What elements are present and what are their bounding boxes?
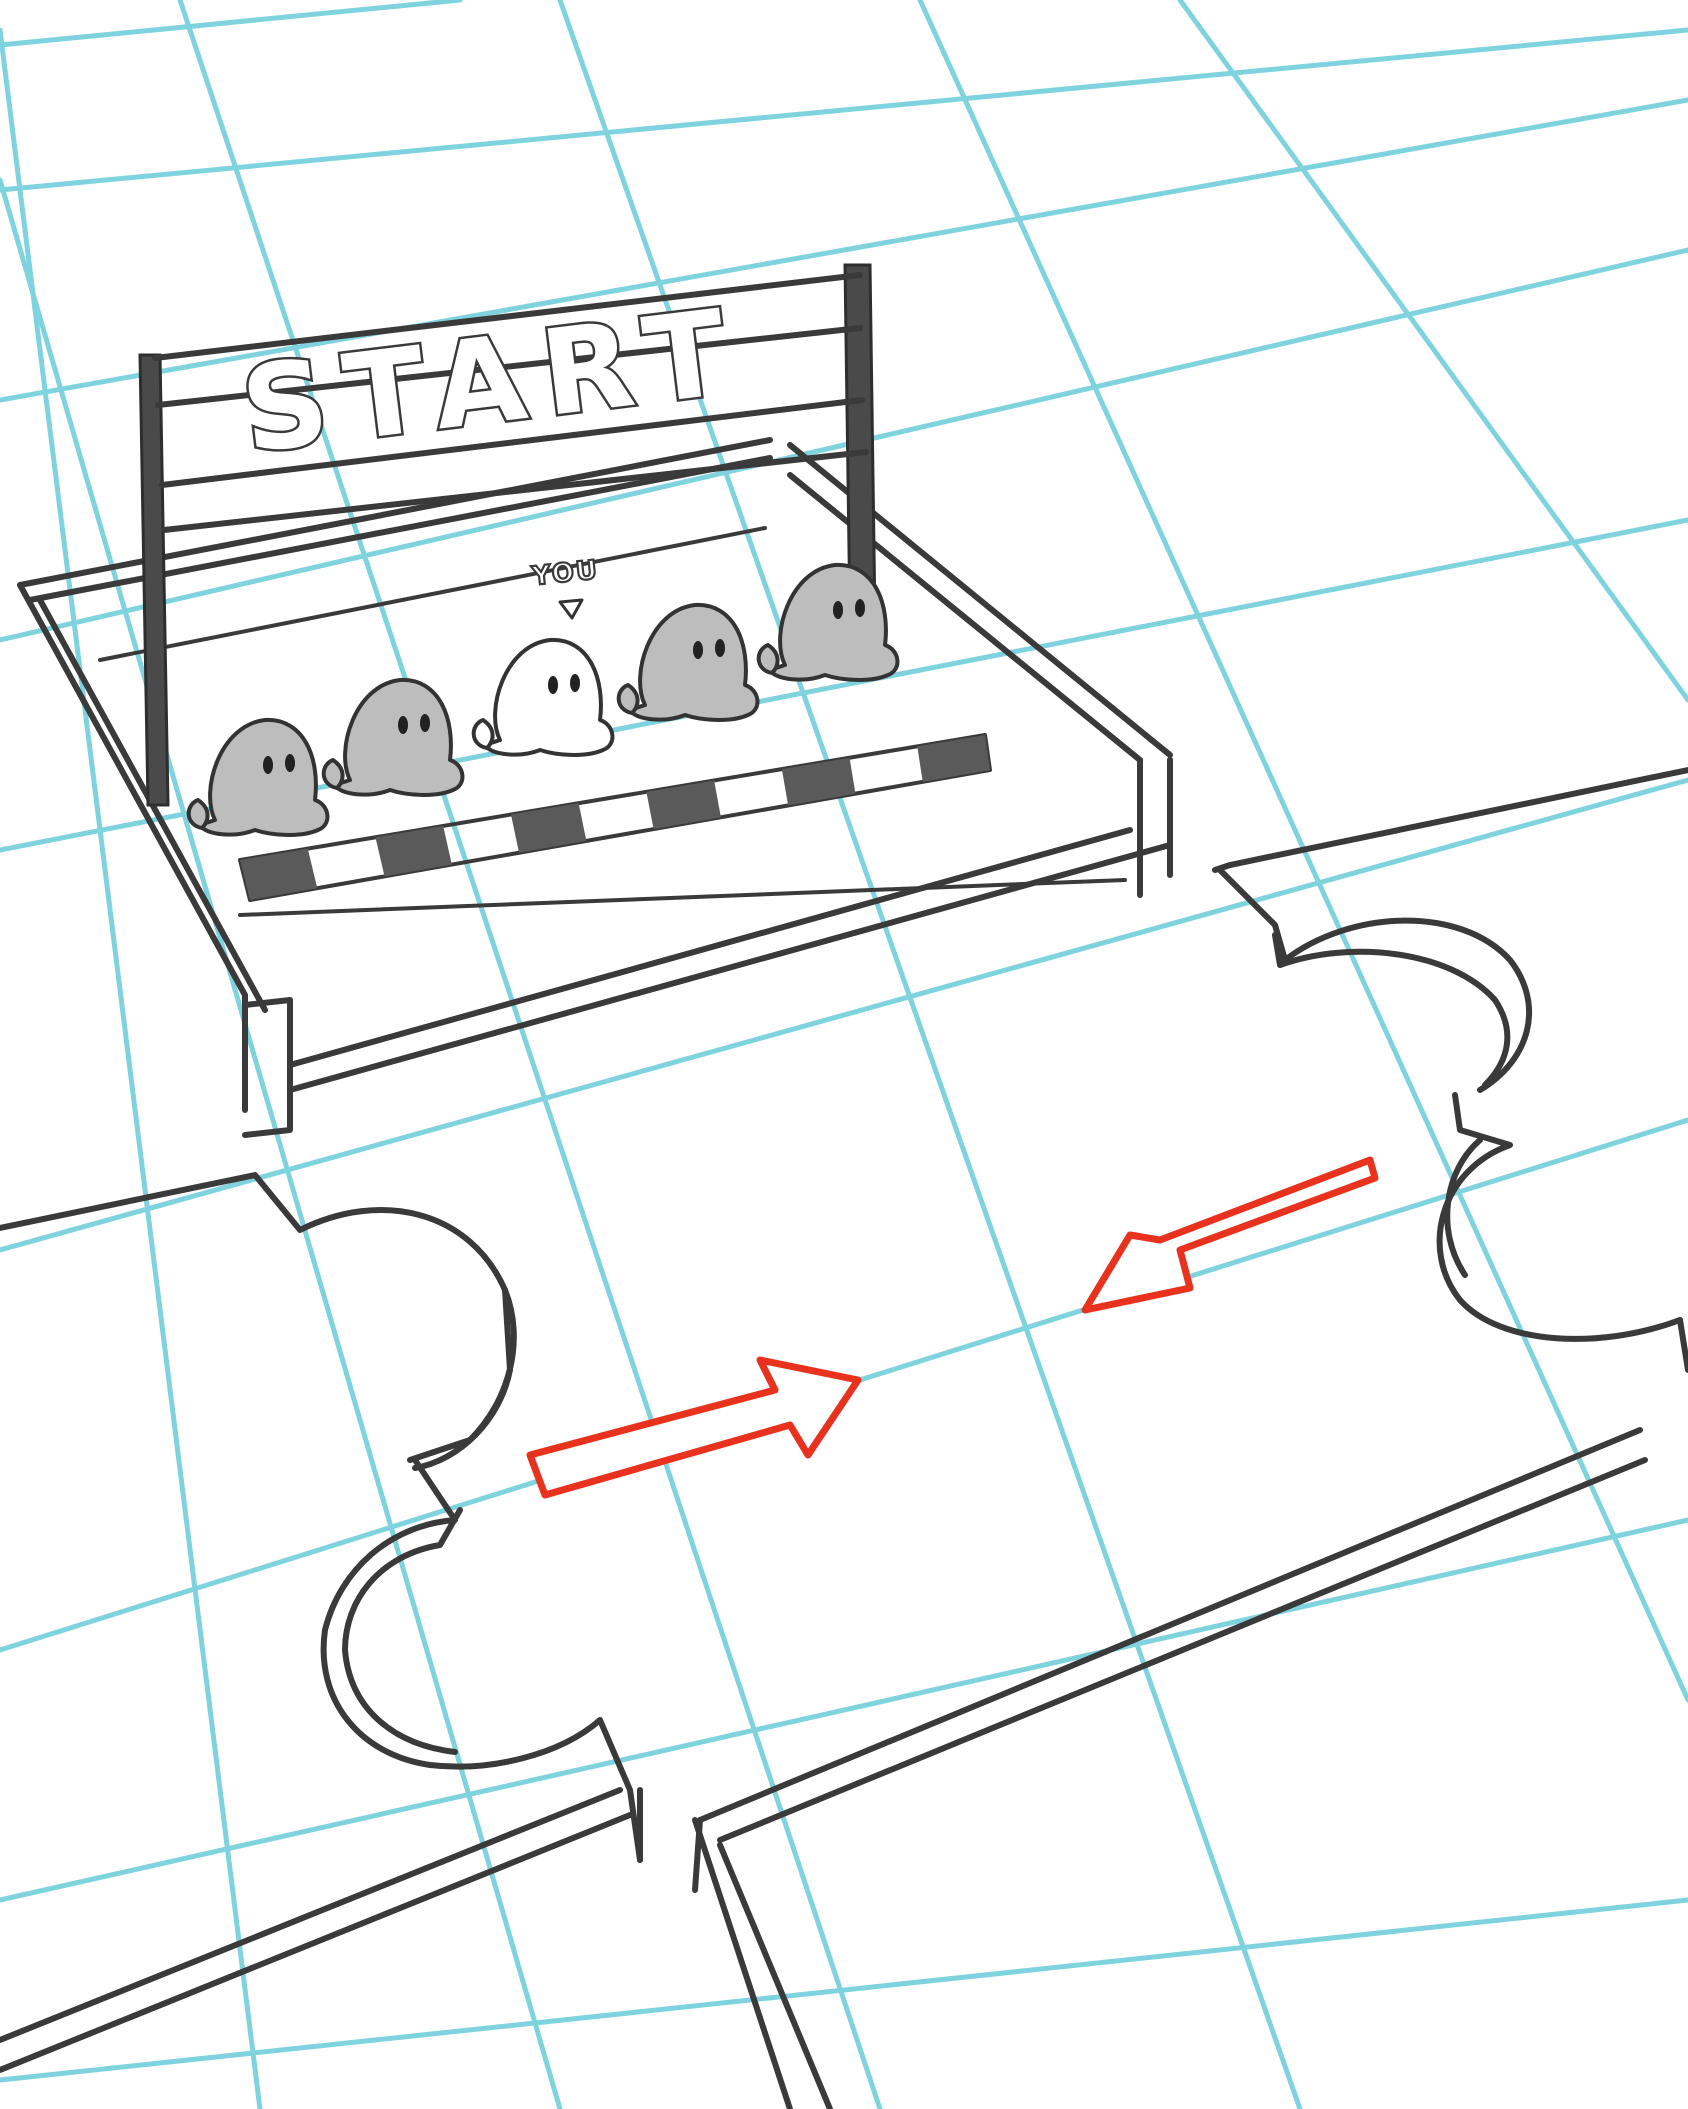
racer-body: [483, 637, 615, 757]
racer-hand: [321, 758, 345, 790]
racer-blob-icon: [756, 562, 900, 682]
grid-line: [0, 1897, 1688, 2083]
arrow-left-icon: [1081, 1156, 1379, 1314]
racer-blob-icon: [321, 677, 465, 797]
racer-hand: [471, 718, 495, 750]
grid-line: [1177, 0, 1688, 703]
racer-eye: [420, 714, 430, 732]
grid-line: [0, 27, 1688, 193]
grid-line: [557, 0, 1303, 2109]
racer-eye: [263, 756, 273, 774]
racer-body: [333, 677, 465, 797]
checker-square: [375, 825, 452, 877]
grid-line: [0, 0, 463, 48]
puzzle-tile-right: [692, 767, 1688, 2109]
racer-hand: [756, 643, 780, 675]
player-pointer-icon: [558, 598, 584, 620]
racer-eye: [398, 716, 408, 734]
racer-body: [628, 602, 760, 722]
racer-blob-icon: [186, 717, 330, 837]
player-label: YOU: [530, 555, 601, 592]
start-banner-text: START: [235, 281, 752, 479]
checker-square: [240, 848, 318, 900]
checkered-line: [238, 733, 992, 902]
racer-eye: [548, 676, 558, 694]
racer-body: [198, 717, 330, 837]
grid-line: [177, 0, 883, 2109]
start-pen: [17, 437, 1173, 1138]
checker-square: [510, 803, 587, 853]
racer-eye: [855, 599, 865, 617]
racer-eye: [570, 674, 580, 692]
player-marker: YOU: [529, 554, 602, 620]
racer-body: [768, 562, 900, 682]
grid-line: [0, 777, 1688, 1253]
racer-blob-icon: [616, 602, 760, 722]
grid-line: [0, 177, 563, 2109]
grid-line: [0, 1517, 1688, 1903]
checker-square: [781, 757, 856, 806]
grid-line: [0, 97, 1688, 403]
player-racer-icon: [471, 637, 615, 757]
racer-eye: [285, 754, 295, 772]
racer-eye: [833, 601, 843, 619]
racer-hand: [616, 683, 640, 715]
arrow-right-icon: [526, 1356, 862, 1499]
checker-square: [917, 735, 990, 782]
racer-eye: [693, 641, 703, 659]
racer-lineup: [186, 562, 900, 837]
grid-line: [0, 27, 263, 2109]
checker-square: [646, 780, 721, 830]
racer-eye: [715, 639, 725, 657]
puzzle-tile-left: [0, 1172, 643, 2073]
racer-hand: [186, 798, 210, 830]
